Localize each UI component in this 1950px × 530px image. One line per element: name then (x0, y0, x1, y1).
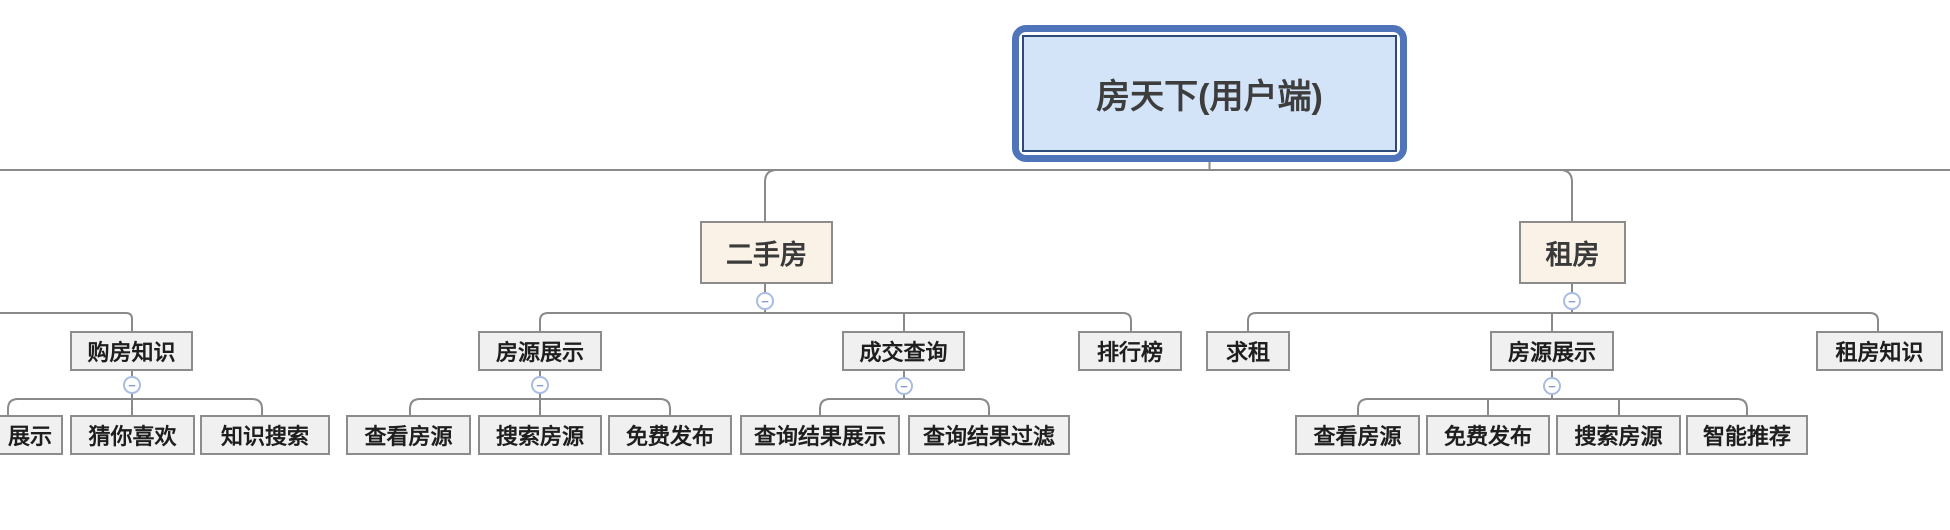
collapse-toggle-second-hand-house-icon[interactable]: − (756, 292, 774, 310)
children-line-offscreen-left (0, 312, 133, 331)
children-line-listing-display-rent (1357, 398, 1748, 415)
node-display-clipped[interactable]: 展示 (0, 415, 63, 455)
node-view-listings-rent[interactable]: 查看房源 (1295, 415, 1420, 455)
node-smart-recommend[interactable]: 智能推荐 (1686, 415, 1808, 455)
root-label: 房天下(用户端) (1022, 35, 1397, 152)
node-free-publish-secondhand[interactable]: 免费发布 (608, 415, 732, 455)
children-line-buying-knowledge (7, 398, 263, 415)
node-listing-display-rent[interactable]: 房源展示 (1490, 331, 1614, 371)
node-guess-you-like[interactable]: 猜你喜欢 (70, 415, 195, 455)
node-listing-display-secondhand[interactable]: 房源展示 (478, 331, 602, 371)
node-knowledge-search[interactable]: 知识搜索 (200, 415, 330, 455)
elbow-rent-house (1559, 169, 1573, 221)
node-search-listings-secondhand[interactable]: 搜索房源 (478, 415, 602, 455)
children-line-deal-query (819, 398, 990, 415)
node-second-hand-house[interactable]: 二手房 (700, 221, 833, 284)
collapse-toggle-listing-display-rent-icon[interactable]: − (1543, 377, 1561, 395)
collapse-toggle-deal-query-icon[interactable]: − (895, 377, 913, 395)
collapse-toggle-buying-knowledge-icon[interactable]: − (123, 376, 141, 394)
collapse-toggle-listing-display-secondhand-icon[interactable]: − (531, 376, 549, 394)
collapse-toggle-rent-house-icon[interactable]: − (1563, 292, 1581, 310)
children-line-listing-display-secondhand (409, 398, 671, 415)
node-rent-house[interactable]: 租房 (1519, 221, 1626, 284)
node-view-listings-secondhand[interactable]: 查看房源 (346, 415, 471, 455)
node-free-publish-rent[interactable]: 免费发布 (1426, 415, 1550, 455)
node-query-result-display[interactable]: 查询结果展示 (740, 415, 900, 455)
node-rent-knowledge[interactable]: 租房知识 (1816, 331, 1943, 371)
node-query-result-filter[interactable]: 查询结果过滤 (908, 415, 1070, 455)
children-line-second-hand-house (539, 312, 1132, 331)
node-search-listings-rent[interactable]: 搜索房源 (1556, 415, 1681, 455)
node-buying-knowledge[interactable]: 购房知识 (70, 331, 193, 371)
node-deal-query[interactable]: 成交查询 (842, 331, 965, 371)
children-line-rent-house (1247, 312, 1879, 331)
node-rent-seek[interactable]: 求租 (1206, 331, 1290, 371)
elbow-second-hand-house (764, 169, 778, 221)
node-fangtianxia-user-root[interactable]: 房天下(用户端) (1012, 25, 1407, 162)
node-ranking[interactable]: 排行榜 (1078, 331, 1182, 371)
